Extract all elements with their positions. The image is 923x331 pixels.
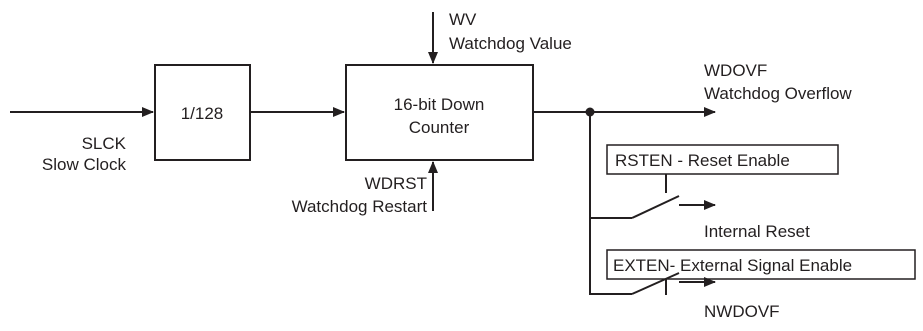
down-counter-label-line1: 16-bit Down	[394, 95, 485, 114]
wdrst-signal-label: WDRST	[365, 174, 427, 193]
slck-description-label: Slow Clock	[42, 155, 127, 174]
overflow-bus-line	[589, 112, 632, 295]
down-counter-block	[345, 64, 534, 161]
nwdovf-switch	[631, 272, 680, 295]
reset-enable-label: RSTEN - Reset Enable	[615, 151, 790, 170]
prescaler-label: 1/128	[181, 104, 224, 123]
external-enable-box	[606, 249, 916, 280]
external-enable-label: EXTEN- External Signal Enable	[613, 256, 852, 275]
wdovf-signal-label: WDOVF	[704, 61, 767, 80]
internal-reset-label: Internal Reset	[704, 222, 810, 241]
slck-signal-label: SLCK	[82, 134, 127, 153]
reset-enable-box	[606, 144, 839, 175]
internal-reset-switch	[631, 195, 680, 219]
nwdovf-label: NWDOVF	[704, 302, 780, 321]
down-counter-label-line2: Counter	[409, 118, 470, 137]
wdovf-description-label: Watchdog Overflow	[704, 84, 852, 103]
wv-signal-label: WV	[449, 10, 477, 29]
wv-description-label: Watchdog Value	[449, 34, 572, 53]
wdrst-description-label: Watchdog Restart	[292, 197, 428, 216]
